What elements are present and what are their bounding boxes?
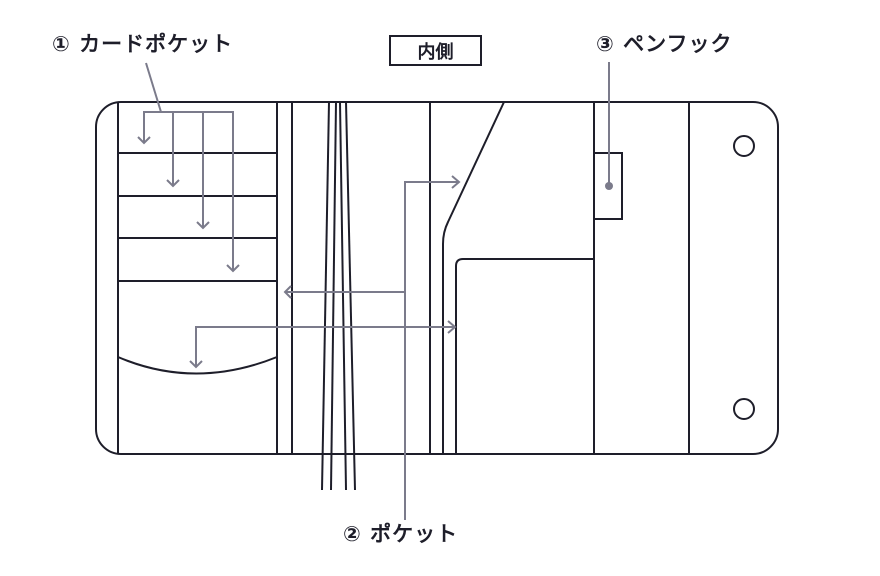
card-pocket-leaders bbox=[137, 62, 240, 273]
pen-hook-label: ③ ペンフック bbox=[596, 32, 733, 56]
inner-pocket bbox=[455, 258, 594, 454]
pocket-leaders bbox=[189, 175, 461, 520]
ring-hole-bottom bbox=[733, 398, 755, 420]
inside-title-box: 内側 bbox=[389, 35, 482, 66]
slanted-pocket bbox=[442, 101, 505, 454]
ring-hole-top bbox=[733, 135, 755, 157]
bookmark-strings bbox=[321, 101, 356, 491]
card-pocket-label: ① カードポケット bbox=[52, 32, 234, 56]
pen-hook-dot bbox=[605, 182, 613, 190]
pocket-label: ② ポケット bbox=[343, 522, 459, 546]
card-slots bbox=[117, 152, 278, 375]
organizer-outline bbox=[95, 101, 779, 455]
